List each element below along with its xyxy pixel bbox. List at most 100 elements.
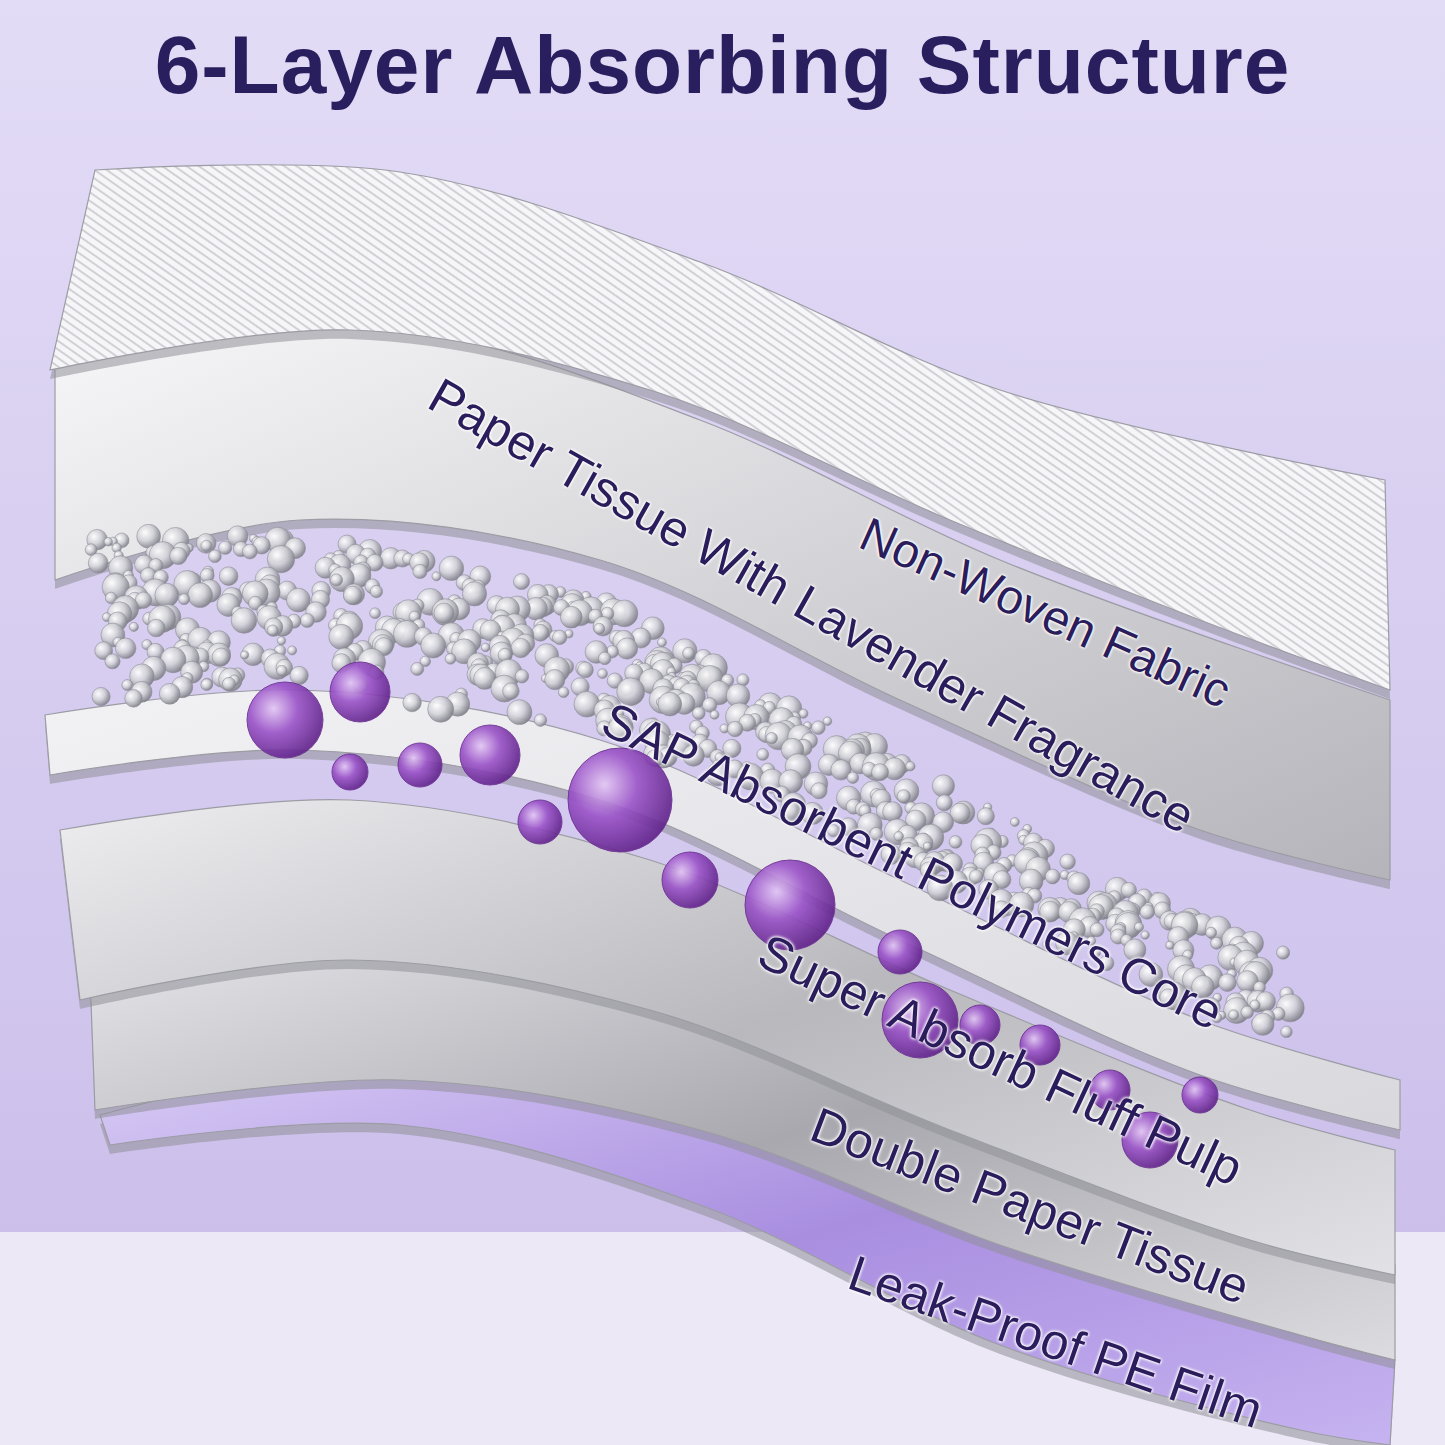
sap-bead xyxy=(432,572,441,581)
sap-bead xyxy=(1060,854,1075,869)
sap-bead xyxy=(616,638,637,659)
sap-bead xyxy=(683,647,695,659)
sap-bead xyxy=(949,836,962,849)
sap-bead xyxy=(277,636,285,644)
lavender-bead xyxy=(332,754,368,790)
sap-bead xyxy=(222,677,235,690)
sap-bead xyxy=(1252,1013,1274,1035)
lavender-bead xyxy=(662,852,718,908)
sap-bead xyxy=(434,603,454,623)
sap-bead xyxy=(104,537,113,546)
sap-bead xyxy=(692,707,705,720)
sap-bead xyxy=(611,600,638,627)
sap-bead xyxy=(1229,1010,1239,1020)
sap-bead xyxy=(343,586,362,605)
sap-bead xyxy=(219,668,243,692)
sap-bead xyxy=(88,553,108,573)
sap-bead xyxy=(212,648,230,666)
sap-bead xyxy=(766,732,777,743)
sap-bead xyxy=(1166,941,1174,949)
lavender-bead xyxy=(878,930,922,974)
sap-bead xyxy=(92,687,110,705)
sap-bead xyxy=(1045,869,1060,884)
sap-bead xyxy=(936,795,952,811)
sap-bead xyxy=(129,622,138,631)
sap-bead xyxy=(594,623,605,634)
sap-bead xyxy=(207,643,230,666)
sap-bead xyxy=(122,680,133,691)
sap-bead xyxy=(534,714,546,726)
sap-bead xyxy=(710,710,719,719)
sap-bead xyxy=(727,721,742,736)
sap-bead xyxy=(1141,931,1149,939)
sap-bead xyxy=(330,574,342,586)
sap-bead xyxy=(267,625,278,636)
non-woven-sheet xyxy=(50,165,1390,690)
sap-bead xyxy=(159,683,180,704)
sap-bead xyxy=(1281,1026,1293,1038)
sap-bead xyxy=(411,662,424,675)
sap-bead xyxy=(897,790,910,803)
sap-bead xyxy=(1206,927,1217,938)
layer-stack xyxy=(45,165,1400,1445)
sap-bead xyxy=(558,687,569,698)
sap-bead xyxy=(264,618,282,636)
sap-bead xyxy=(560,606,582,628)
sap-bead xyxy=(445,653,456,664)
sap-bead xyxy=(290,666,308,684)
sap-bead xyxy=(812,721,826,735)
sap-bead xyxy=(577,662,593,678)
sap-bead xyxy=(288,646,297,655)
sap-bead xyxy=(218,541,231,554)
sap-bead xyxy=(421,633,446,658)
sap-bead xyxy=(155,583,179,607)
sap-bead xyxy=(125,690,143,708)
sap-bead xyxy=(115,638,136,659)
lavender-bead xyxy=(247,682,323,758)
sap-bead xyxy=(481,643,490,652)
lavender-bead xyxy=(518,800,562,844)
sap-bead xyxy=(343,584,364,605)
sap-bead xyxy=(593,616,613,636)
sap-bead xyxy=(148,619,166,637)
sap-bead xyxy=(883,802,903,822)
sap-bead xyxy=(201,540,212,551)
sap-bead xyxy=(219,567,238,586)
sap-bead xyxy=(503,683,520,700)
title: 6-Layer Absorbing Structure xyxy=(0,18,1445,112)
sap-bead xyxy=(403,693,421,711)
sap-bead xyxy=(179,594,190,605)
sap-bead xyxy=(515,670,528,683)
lavender-bead xyxy=(460,725,520,785)
sap-bead xyxy=(276,665,287,676)
sap-bead xyxy=(906,762,915,771)
sap-bead xyxy=(1140,905,1155,920)
sap-bead xyxy=(432,599,459,626)
sap-bead xyxy=(977,808,994,825)
sap-bead xyxy=(370,608,381,619)
sap-bead xyxy=(170,547,187,564)
sap-bead xyxy=(413,564,427,578)
sap-bead xyxy=(201,679,213,691)
sap-bead xyxy=(847,772,859,784)
sap-bead xyxy=(188,583,213,608)
sap-bead xyxy=(370,585,382,597)
lavender-bead xyxy=(330,662,390,722)
sap-bead xyxy=(209,550,222,563)
sap-bead xyxy=(231,608,257,634)
sap-bead xyxy=(545,670,565,690)
sap-bead xyxy=(532,624,549,641)
sap-bead xyxy=(1241,1006,1253,1018)
sap-bead xyxy=(552,630,566,644)
sap-bead xyxy=(1211,937,1223,949)
lavender-bead xyxy=(398,743,442,787)
sap-bead xyxy=(428,696,454,722)
sap-bead xyxy=(932,775,954,797)
sap-bead xyxy=(872,764,889,781)
sap-bead xyxy=(894,779,919,804)
sap-bead xyxy=(598,652,611,665)
sap-bead xyxy=(1068,873,1090,895)
